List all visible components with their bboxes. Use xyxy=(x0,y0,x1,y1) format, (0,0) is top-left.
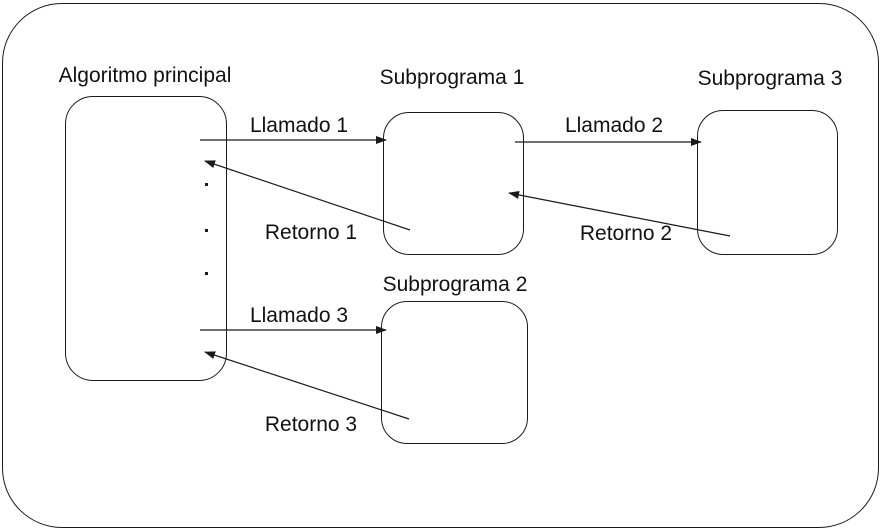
node-label-subprograma-1: Subprograma 1 xyxy=(379,66,525,89)
node-box-subprograma-2 xyxy=(381,301,528,444)
outer-container-shape xyxy=(2,3,879,528)
arrow-label-retorno-3: Retorno 3 xyxy=(264,413,358,436)
arrow-label-retorno-1: Retorno 1 xyxy=(264,221,358,244)
node-label-subprograma-2: Subprograma 2 xyxy=(382,273,528,296)
arrow-label-llamado-1: Llamado 1 xyxy=(249,114,349,137)
node-box-subprograma-3 xyxy=(697,110,838,255)
arrow-label-retorno-2: Retorno 2 xyxy=(579,222,673,245)
arrow-label-llamado-2: Llamado 2 xyxy=(564,114,664,137)
node-box-algoritmo-principal xyxy=(65,96,227,381)
arrow-label-llamado-3: Llamado 3 xyxy=(249,304,349,327)
node-box-subprograma-1 xyxy=(383,112,524,255)
node-label-algoritmo-principal: Algoritmo principal xyxy=(58,64,232,87)
node-label-subprograma-3: Subprograma 3 xyxy=(697,67,843,90)
